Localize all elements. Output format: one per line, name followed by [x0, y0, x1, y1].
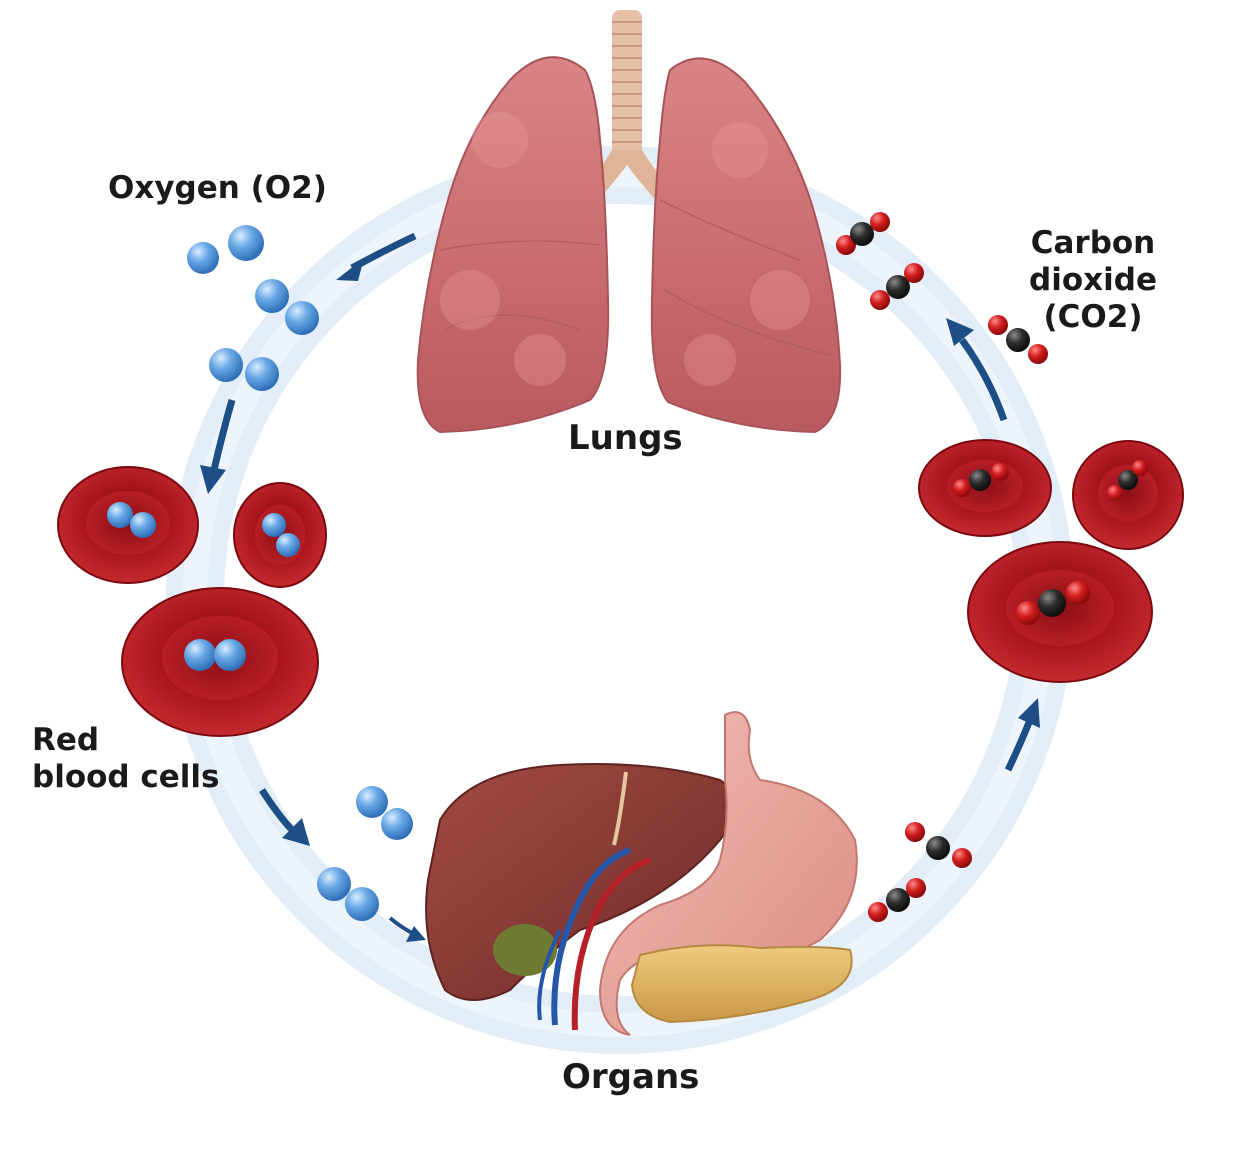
arrow-to-lungs — [946, 318, 1008, 422]
rbc-left-small — [233, 482, 327, 588]
left-lung — [416, 56, 610, 434]
co2-molecules — [836, 212, 1048, 922]
arrow-rbc-to-organs — [259, 788, 310, 846]
o2-molecule — [209, 348, 279, 391]
label-carbon-dioxide-line2: (CO2) — [1043, 299, 1143, 336]
label-oxygen: Oxygen (O2) — [108, 170, 327, 206]
blood-vessels — [537, 847, 652, 1031]
label-red-blood-cells: Red blood cells — [32, 722, 220, 796]
organs-illustration — [425, 711, 858, 1036]
label-red-blood-cells-line1: Red — [32, 722, 100, 758]
o2-molecule — [255, 279, 319, 335]
gallbladder — [493, 924, 557, 976]
pancreas — [630, 944, 853, 1024]
arrow-lungs-to-left — [336, 232, 417, 281]
co2-molecule — [988, 315, 1048, 364]
label-carbon-dioxide: Carbon dioxide (CO2) — [968, 225, 1218, 337]
oxygen-molecules — [187, 225, 413, 921]
rbc-left-large — [121, 587, 319, 737]
trachea — [585, 10, 669, 198]
co2-molecule — [836, 212, 890, 255]
label-organs: Organs — [562, 1057, 700, 1097]
label-red-blood-cells-line2: blood cells — [32, 759, 220, 796]
right-lung — [650, 57, 842, 434]
rbc-left-top — [57, 466, 199, 584]
red-blood-cells-co2 — [918, 439, 1184, 683]
lungs-illustration — [416, 10, 842, 434]
arrow-right-up — [1004, 698, 1040, 772]
rbc-right-large — [967, 541, 1153, 683]
rbc-right-small — [1072, 440, 1184, 550]
flow-arrows — [200, 232, 1040, 942]
label-carbon-dioxide-line1: Carbon dioxide — [1029, 225, 1157, 299]
red-blood-cells-oxygen — [57, 466, 327, 737]
co2-molecule — [905, 822, 972, 868]
label-lungs: Lungs — [568, 418, 683, 458]
arrow-into-organs — [388, 916, 426, 942]
co2-molecule — [868, 878, 926, 922]
rbc-right-top — [918, 439, 1052, 537]
o2-molecule — [187, 225, 264, 274]
o2-molecule — [356, 786, 413, 840]
co2-molecule — [870, 263, 924, 310]
o2-molecule — [317, 867, 379, 921]
arrow-left-down — [200, 399, 236, 494]
